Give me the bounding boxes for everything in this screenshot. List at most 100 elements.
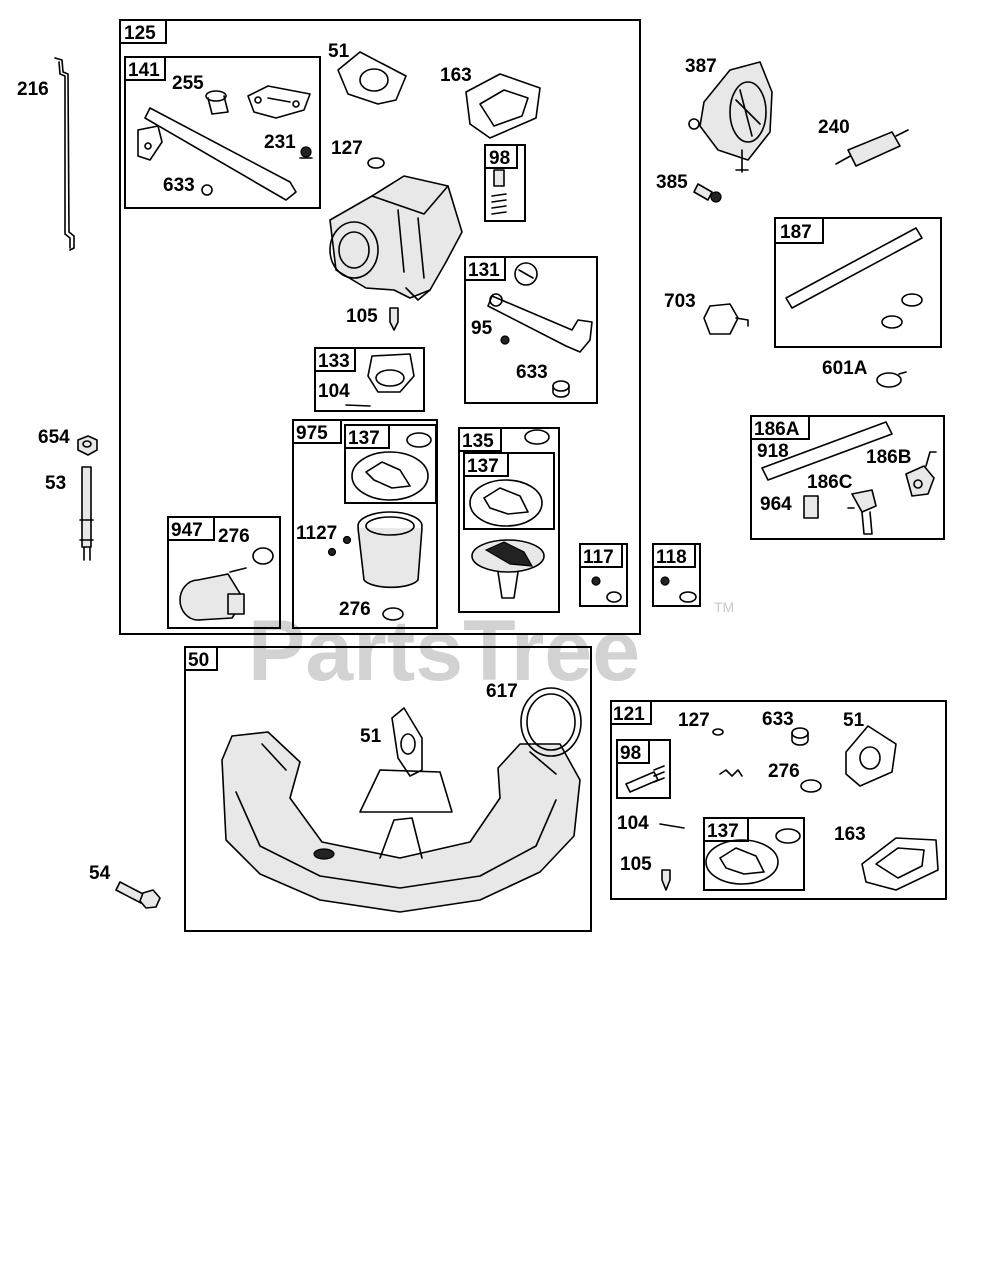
box-98-kit[interactable]: 98 [616, 739, 671, 799]
carburetor-body[interactable] [329, 175, 463, 301]
stud-53[interactable] [79, 466, 94, 561]
needle-105-kit[interactable] [661, 869, 671, 891]
part-964[interactable] [803, 495, 819, 519]
clamp-601a[interactable] [876, 371, 907, 388]
screws-1127[interactable] [327, 535, 352, 557]
box-121[interactable]: 121 [610, 700, 947, 900]
box-137-975[interactable]: 137 [344, 424, 437, 504]
part-118[interactable] [660, 576, 697, 603]
gasket-163-top[interactable] [465, 73, 541, 139]
label-104-kit: 104 [617, 813, 649, 834]
box-98-top[interactable]: 98 [484, 144, 526, 222]
box-135[interactable]: 135 [458, 427, 560, 613]
jet-98-kit[interactable] [625, 765, 665, 793]
bolt-385[interactable] [693, 183, 722, 203]
bushing-255[interactable] [205, 90, 229, 115]
label-51-manifold: 51 [360, 726, 382, 747]
label-186c: 186C [807, 472, 853, 493]
box-186a[interactable]: 186A [750, 415, 945, 540]
fuel-line-918[interactable] [761, 421, 893, 481]
watermark: PartsTree TM [248, 599, 734, 699]
throttle-shaft[interactable] [137, 107, 297, 201]
tag-975: 975 [296, 423, 328, 444]
governor-link-rod[interactable] [54, 57, 75, 251]
box-947[interactable]: 947 [167, 516, 281, 629]
box-117[interactable]: 117 [579, 543, 628, 607]
valve-186c[interactable] [847, 489, 877, 535]
label-276-kit: 276 [768, 761, 800, 782]
intake-manifold-50[interactable] [221, 731, 581, 913]
oring-127-kit[interactable] [712, 728, 724, 736]
pin-104-kit[interactable] [659, 823, 685, 829]
label-54: 54 [89, 863, 111, 884]
choke-plate-131[interactable] [514, 262, 538, 286]
label-918: 918 [757, 441, 789, 462]
bowl-assembly-135[interactable] [471, 539, 545, 599]
tag-947: 947 [171, 520, 203, 541]
bowl-gasket-137-kit[interactable] [705, 828, 801, 885]
gasket-163-kit[interactable] [861, 837, 939, 891]
box-187[interactable]: 187 [774, 217, 942, 348]
label-703: 703 [664, 291, 696, 312]
box-137-kit[interactable]: 137 [703, 817, 805, 891]
gasket-51-top[interactable] [337, 51, 407, 105]
fitting-186b[interactable] [905, 451, 937, 497]
label-385: 385 [656, 172, 688, 193]
part-117[interactable] [591, 576, 622, 603]
label-633-choke: 633 [516, 362, 548, 383]
spring-98-top[interactable] [491, 169, 507, 215]
washer-276-solenoid[interactable] [252, 547, 274, 565]
fuel-pump-387[interactable] [688, 61, 773, 173]
bolt-54[interactable] [115, 881, 161, 909]
box-141[interactable]: 141 [124, 56, 321, 209]
plate-gasket-141[interactable] [247, 85, 311, 119]
box-131[interactable]: 131 [464, 256, 598, 404]
tag-98-top: 98 [489, 148, 510, 169]
bushing-633-choke[interactable] [552, 380, 570, 398]
box-50[interactable]: 50 [184, 646, 592, 932]
fuel-line-187[interactable] [785, 227, 923, 329]
screw-95[interactable] [500, 335, 510, 345]
box-125[interactable]: 125 [119, 19, 641, 635]
tag-118: 118 [656, 547, 687, 568]
label-105-kit: 105 [620, 854, 652, 875]
float-133[interactable] [367, 353, 415, 393]
oring-127-top[interactable] [367, 157, 385, 169]
spring-kit[interactable] [719, 769, 743, 777]
nut-654[interactable] [77, 435, 98, 456]
box-118[interactable]: 118 [652, 543, 701, 607]
label-127-top: 127 [331, 138, 363, 159]
washer-276-bowl[interactable] [382, 607, 404, 621]
label-601a: 601A [822, 358, 868, 379]
gasket-51-kit[interactable] [845, 725, 897, 787]
washer-276-kit[interactable] [800, 779, 822, 793]
box-133[interactable]: 133 [314, 347, 425, 412]
choke-shaft-131[interactable] [487, 293, 593, 353]
bowl-gasket-137-135[interactable] [469, 429, 550, 527]
tag-137-kit: 137 [707, 821, 739, 842]
tag-133: 133 [318, 351, 350, 372]
part-labels: 216 654 53 54 51 163 255 231 633 127 105… [17, 41, 911, 884]
label-633-kit: 633 [762, 709, 794, 730]
washer-633-shaft[interactable] [201, 184, 213, 196]
tag-186a: 186A [754, 419, 800, 440]
needle-105-top[interactable] [389, 307, 399, 331]
screw-231[interactable] [299, 146, 313, 159]
clamp-187-b [881, 315, 903, 329]
bushing-633-kit[interactable] [791, 727, 809, 746]
tag-137-975: 137 [348, 428, 380, 449]
float-bowl-975[interactable] [357, 511, 423, 589]
gasket-51-manifold[interactable] [391, 707, 423, 777]
label-95: 95 [471, 318, 493, 339]
solenoid-947[interactable] [179, 567, 247, 621]
box-137-135[interactable]: 137 [463, 452, 555, 530]
bowl-gasket-137-975[interactable] [351, 432, 432, 501]
label-127-kit: 127 [678, 710, 710, 731]
gasket-617[interactable] [520, 687, 582, 757]
box-975[interactable]: 975 [292, 419, 438, 629]
fuel-filter-240[interactable] [835, 129, 909, 167]
clamp-703[interactable] [703, 303, 749, 335]
tag-125: 125 [124, 23, 156, 44]
label-654: 654 [38, 427, 70, 448]
pin-104-top[interactable] [345, 404, 371, 407]
